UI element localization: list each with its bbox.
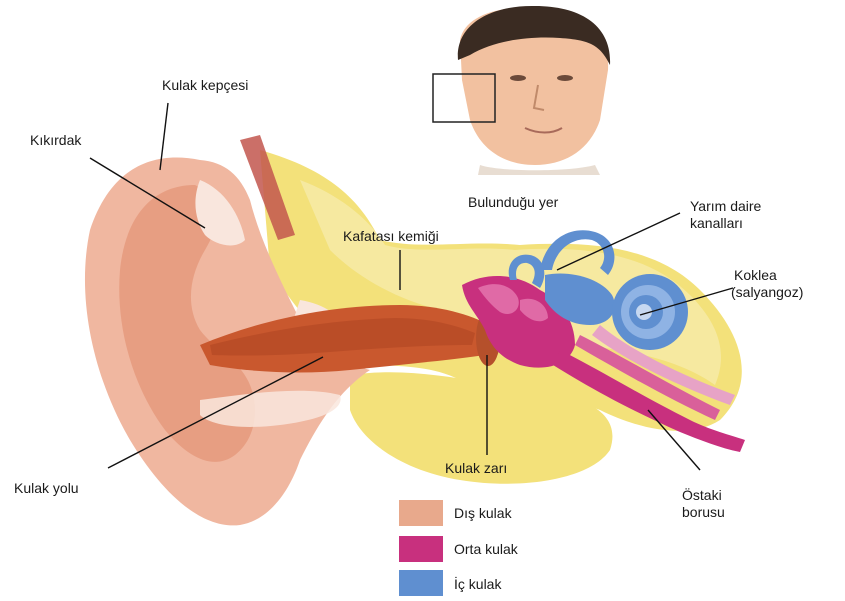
legend-swatch-ic-kulak — [399, 570, 443, 596]
legend-label-ic-kulak: İç kulak — [454, 576, 501, 592]
label-kikirdak: Kıkırdak — [30, 132, 81, 149]
label-kulak-yolu: Kulak yolu — [14, 480, 79, 497]
label-salyangoz: (salyangoz) — [731, 284, 803, 301]
legend-label-orta-kulak: Orta kulak — [454, 541, 518, 557]
legend-swatch-dis-kulak — [399, 500, 443, 526]
face-thumbnail — [458, 6, 610, 175]
label-borusu: borusu — [682, 504, 725, 521]
legend-label-dis-kulak: Dış kulak — [454, 505, 512, 521]
label-kanallari: kanalları — [690, 215, 743, 232]
label-ostaki: Östaki — [682, 487, 722, 504]
label-kulak-zari: Kulak zarı — [445, 460, 507, 477]
label-kafatasi: Kafatası kemiği — [343, 228, 439, 245]
label-yarim-daire: Yarım daire — [690, 198, 761, 215]
label-kulak-kepcesi: Kulak kepçesi — [162, 77, 248, 94]
legend-swatch-orta-kulak — [399, 536, 443, 562]
label-bulundugu-yer: Bulunduğu yer — [468, 194, 558, 211]
label-koklea: Koklea — [734, 267, 777, 284]
